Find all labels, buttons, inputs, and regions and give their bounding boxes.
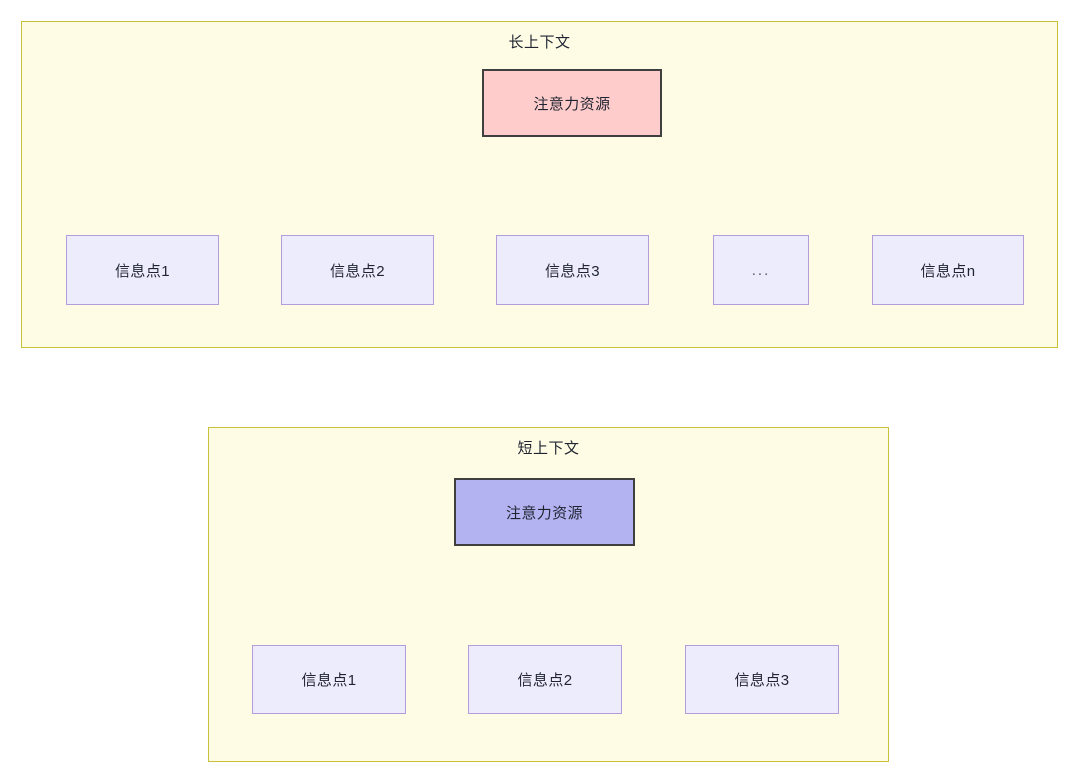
group-short-context-title: 短上下文 [517, 440, 580, 457]
node-short-info-point-2-label: 信息点2 [517, 672, 573, 689]
node-long-info-point-ellipsis[interactable]: ... [713, 235, 809, 305]
node-long-info-point-1-label: 信息点1 [115, 262, 170, 280]
node-short-attention-resource[interactable]: 注意力资源 [454, 478, 635, 546]
node-long-info-point-1[interactable]: 信息点1 [66, 235, 219, 305]
node-short-attention-resource-label: 注意力资源 [505, 504, 583, 522]
node-short-info-point-3-label: 信息点3 [734, 672, 790, 689]
node-short-info-point-1-label: 信息点1 [301, 672, 357, 689]
node-long-info-point-ellipsis-label: ... [751, 261, 771, 279]
node-long-attention-resource[interactable]: 注意力资源 [482, 69, 662, 137]
node-long-attention-resource-label: 注意力资源 [533, 95, 611, 113]
node-long-info-point-n[interactable]: 信息点n [872, 235, 1024, 305]
node-long-info-point-3[interactable]: 信息点3 [496, 235, 649, 305]
node-long-info-point-3-label: 信息点3 [545, 262, 600, 280]
node-short-info-point-1[interactable]: 信息点1 [252, 645, 406, 714]
node-short-info-point-2[interactable]: 信息点2 [468, 645, 622, 714]
node-long-info-point-2[interactable]: 信息点2 [281, 235, 434, 305]
group-long-context-title: 长上下文 [508, 34, 571, 51]
node-long-info-point-n-label: 信息点n [920, 262, 976, 280]
node-long-info-point-2-label: 信息点2 [330, 262, 385, 280]
node-short-info-point-3[interactable]: 信息点3 [685, 645, 839, 714]
